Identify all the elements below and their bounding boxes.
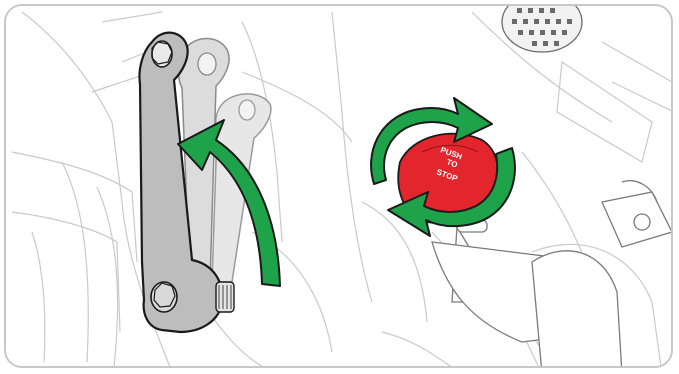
curved-arrow-icon xyxy=(177,119,281,287)
background-linework xyxy=(11,6,671,366)
illustration-frame: PUSH TO STOP xyxy=(4,4,673,368)
rotate-arrows-icon xyxy=(370,97,516,237)
instruction-illustration: PUSH TO STOP xyxy=(11,6,671,366)
knob-label-to: TO xyxy=(445,157,458,169)
quick-release-lever xyxy=(138,31,235,334)
